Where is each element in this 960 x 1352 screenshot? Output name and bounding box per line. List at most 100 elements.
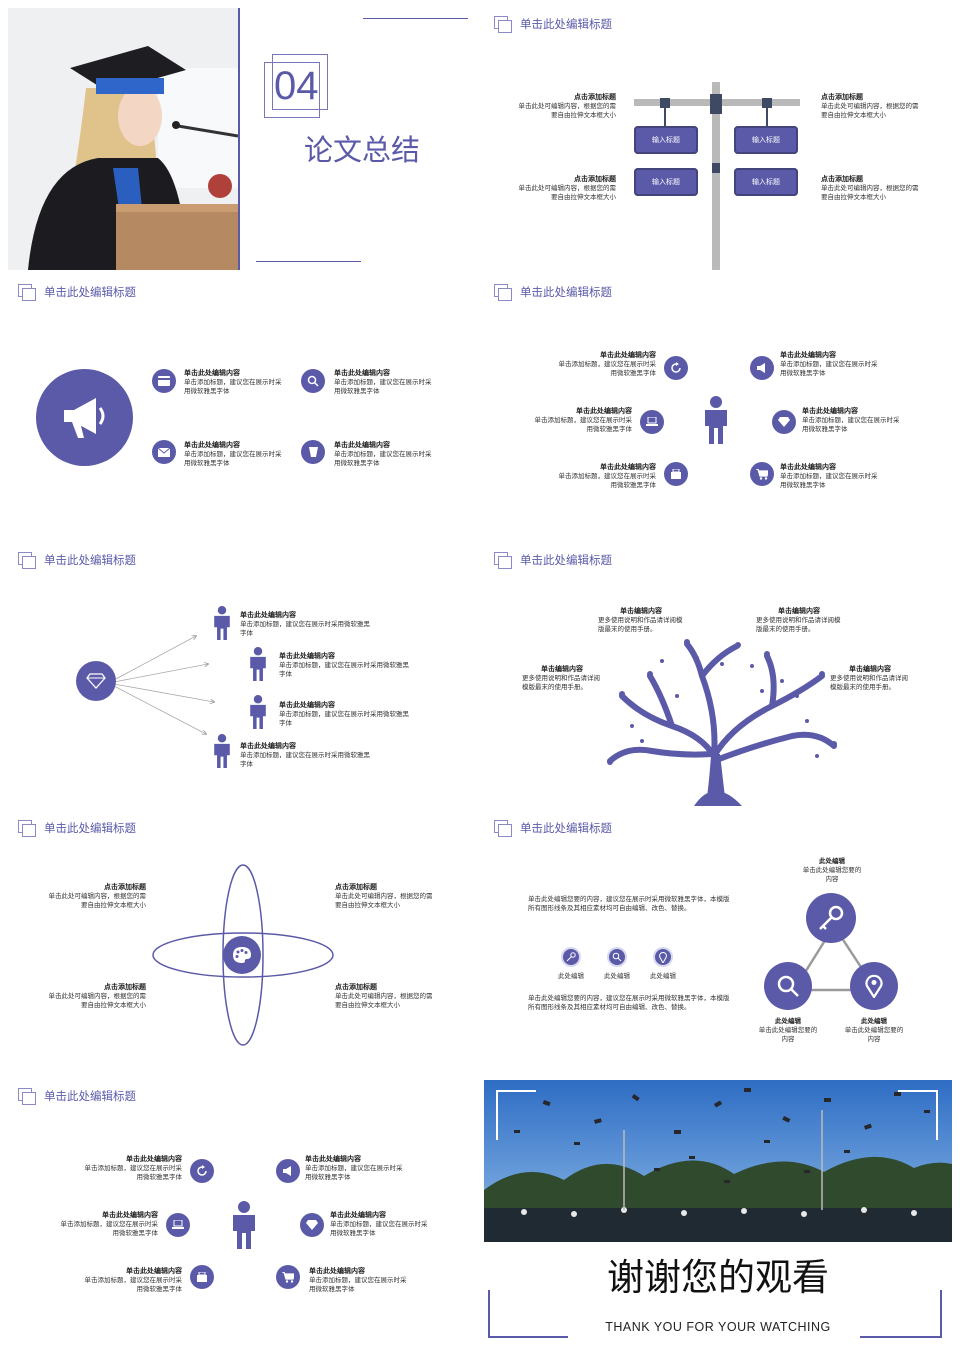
item-heading: 单击此处编辑内容 (126, 1267, 182, 1275)
cart-icon (276, 1265, 300, 1289)
text-heading: 点击添加标题 (104, 983, 146, 991)
item-heading: 单击此处编辑内容 (334, 369, 390, 377)
text-body: 单击此处可编辑内容，根据您的需要自由拉伸文本框大小 (518, 102, 617, 119)
item-heading: 单击此处编辑内容 (309, 1267, 365, 1275)
item-heading: 单击此处编辑内容 (184, 369, 240, 377)
text-heading: 单击编辑内容 (849, 665, 891, 673)
icon-label: 此处编辑 (650, 972, 676, 980)
section-number: 04 (274, 64, 319, 108)
slide-title: 单击此处编辑标题 (520, 285, 612, 299)
item-text: 单击添加标题，建议您在展示时采用微软雅黑字体 (780, 472, 878, 489)
card-icon (152, 369, 176, 393)
frame-bottom-left (488, 1336, 568, 1338)
item-text: 单击添加标题，建议您在展示时采用微软雅黑字体 (60, 1220, 159, 1237)
text-heading: 此处编辑 (861, 1017, 887, 1025)
bottom-rule (256, 261, 361, 262)
basket-icon (664, 462, 688, 486)
text-body: 更多使用说明和作品请详阅模版最末的使用手册。 (598, 616, 683, 633)
title-frame-icon (494, 284, 514, 302)
text-block-top-right: 点击添加标题单击此处可编辑内容，根据您的需要自由拉伸文本框大小 (335, 882, 433, 909)
slide-title: 单击此处编辑标题 (520, 17, 612, 31)
text-block-top-left: 点击添加标题单击此处可编辑内容，根据您的需要自由拉伸文本框大小 (48, 882, 147, 909)
text-block: 单击编辑内容更多使用说明和作品请详阅模版最末的使用手册。 (522, 664, 602, 691)
location-pin-icon (653, 947, 673, 967)
signpost-link-right (766, 108, 768, 126)
text-heading: 点击添加标题 (335, 983, 377, 991)
paragraph: 单击此处编辑您要的内容，建议您在展示时采用微软雅黑字体，本模版所有图形线条及其相… (528, 895, 730, 912)
frame-bottom-right (860, 1336, 942, 1338)
list-item: 单击此处编辑内容单击添加标题，建议您在展示时采用微软雅黑字体 (530, 406, 633, 433)
slide-thank-you: 谢谢您的观看 THANK YOU FOR YOUR WATCHING (484, 1080, 952, 1342)
item-heading: 单击此处编辑内容 (102, 1211, 158, 1219)
text-heading: 点击添加标题 (821, 175, 863, 183)
item-heading: 单击此处编辑内容 (126, 1155, 182, 1163)
list-item: 单击此处编辑内容单击添加标题，建议您在展示时采用微软雅黑字体 (305, 1154, 407, 1181)
list-item: 单击此处编辑内容单击添加标题，建议您在展示时采用微软雅黑字体 (80, 1266, 183, 1293)
sign-board[interactable]: 输入标题 (734, 168, 798, 196)
title-frame-icon (18, 820, 38, 838)
slide-title: 单击此处编辑标题 (44, 553, 136, 567)
node-label-right: 此处编辑单击此处编辑您要的内容 (844, 1016, 904, 1043)
title-frame-icon (18, 552, 38, 570)
item-text: 单击添加标题，建议您在展示时采用微软雅黑字体 (558, 360, 657, 377)
text-body: 单击此处可编辑内容，根据您的需要自由拉伸文本框大小 (821, 102, 919, 119)
frame-right-top (936, 1090, 938, 1140)
item-heading: 单击此处编辑内容 (279, 701, 335, 709)
title-frame-icon (18, 284, 38, 302)
item-text: 单击添加标题，建议您在展示时采用微软雅黑字体 (558, 472, 657, 489)
palette-icon (223, 936, 261, 974)
node-label-left: 此处编辑单击此处编辑您要的内容 (758, 1016, 818, 1043)
item-text: 单击添加标题，建议您在展示时采用微软雅黑字体 (334, 378, 432, 395)
list-item: 单击此处编辑内容单击添加标题，建议您在展示时采用微软雅黑字体 (309, 1266, 411, 1293)
slide-diamond-arrows: 单击此处编辑标题 单击此处编辑内容单击添加标题，建议您在展示时采用微软雅黑字体 … (8, 544, 476, 806)
refresh-icon (664, 356, 688, 380)
list-item: 单击此处编辑内容单击添加标题，建议您在展示时采用微软雅黑字体 (780, 350, 882, 377)
list-item: 单击此处编辑内容单击添加标题，建议您在展示时采用微软雅黑字体 (240, 741, 370, 768)
text-body: 更多使用说明和作品请详阅模版最末的使用手册。 (522, 674, 600, 691)
thank-you-title: 谢谢您的观看 (607, 1256, 829, 1299)
text-body: 更多使用说明和作品请详阅模版最末的使用手册。 (830, 674, 908, 691)
item-text: 单击添加标题，建议您在展示时采用微软雅黑字体 (330, 1220, 428, 1237)
key-icon (561, 947, 581, 967)
item-text: 单击添加标题，建议您在展示时采用微软雅黑字体 (802, 416, 900, 433)
refresh-icon (190, 1159, 214, 1183)
text-heading: 此处编辑 (819, 857, 845, 865)
item-heading: 单击此处编辑内容 (184, 441, 240, 449)
sign-board[interactable]: 输入标题 (634, 168, 698, 196)
item-text: 单击添加标题，建议您在展示时采用微软雅黑字体 (305, 1164, 403, 1181)
person-icon (214, 606, 230, 640)
slide-title: 单击此处编辑标题 (520, 821, 612, 835)
frame-right-bottom (940, 1290, 942, 1338)
cup-icon (301, 440, 325, 464)
signpost-bracket-right (762, 98, 772, 108)
signpost-bracket-left (660, 98, 670, 108)
node-label-top: 此处编辑单击此处编辑您要的内容 (802, 856, 862, 883)
item-heading: 单击此处编辑内容 (600, 463, 656, 471)
text-body: 更多使用说明和作品请详阅模版最末的使用手册。 (756, 616, 841, 633)
item-heading: 单击此处编辑内容 (802, 407, 858, 415)
sign-board[interactable]: 输入标题 (734, 126, 798, 154)
signpost-cap (710, 94, 722, 114)
number-frame-front (272, 54, 328, 110)
slide-title: 单击此处编辑标题 (44, 821, 136, 835)
text-body: 单击此处可编辑内容，根据您的需要自由拉伸文本框大小 (335, 892, 433, 909)
item-heading: 单击此处编辑内容 (330, 1211, 386, 1219)
item-text: 单击添加标题，建议您在展示时采用微软雅黑字体 (84, 1276, 183, 1293)
diamond-icon (772, 410, 796, 434)
item-text: 单击添加标题，建议您在展示时采用微软雅黑字体 (184, 378, 282, 395)
text-block-bottom-right: 点击添加标题 单击此处可编辑内容，根据您的需要自由拉伸文本框大小 (821, 174, 923, 201)
title-frame-icon (494, 552, 514, 570)
sign-board[interactable]: 输入标题 (634, 126, 698, 154)
slide-ellipses: 单击此处编辑标题 点击添加标题单击此处可编辑内容，根据您的需要自由拉伸文本框大小… (8, 812, 476, 1074)
person-icon (233, 1201, 255, 1249)
item-text: 单击添加标题，建议您在展示时采用微软雅黑字体 (334, 450, 432, 467)
slide-megaphone: 单击此处编辑标题 单击此处编辑内容 单击添加标题，建议您在展示时采用微软雅黑字体… (8, 276, 476, 538)
text-block-bottom-right: 点击添加标题单击此处可编辑内容，根据您的需要自由拉伸文本框大小 (335, 982, 433, 1009)
text-heading: 单击编辑内容 (541, 665, 583, 673)
item-text: 单击添加标题，建议您在展示时采用微软雅黑字体 (184, 450, 282, 467)
slide-section-cover: 04 论文总结 (8, 8, 476, 270)
signpost-joint (712, 163, 720, 173)
item-text: 单击添加标题，建议您在展示时采用微软雅黑字体 (279, 710, 409, 727)
person-icon (250, 695, 266, 729)
text-block-bottom-left: 点击添加标题单击此处可编辑内容，根据您的需要自由拉伸文本框大小 (48, 982, 147, 1009)
